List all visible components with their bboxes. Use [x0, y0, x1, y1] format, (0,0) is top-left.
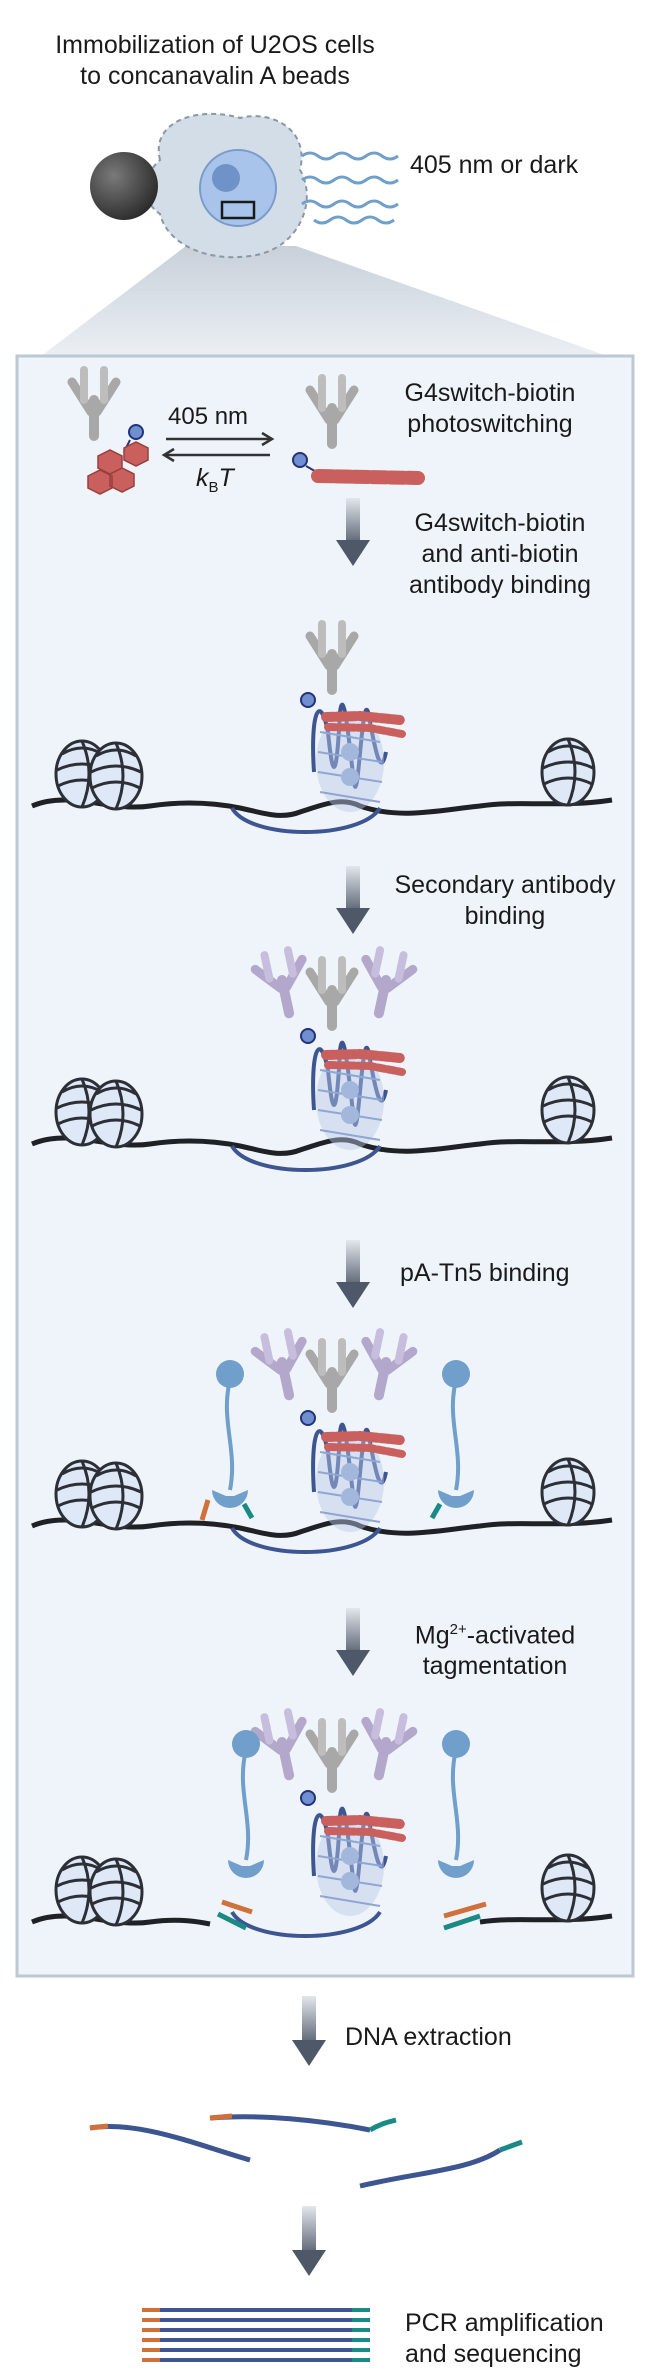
kbt-sub: B	[208, 479, 219, 496]
chromatin-scene-2	[31, 948, 613, 1172]
step-arrow-head	[336, 1282, 370, 1308]
step4-line2: tagmentation	[422, 1652, 568, 1681]
ligand-extended-icon	[292, 452, 425, 485]
photoswitching-line1: G4switch-biotin	[404, 379, 576, 407]
title-line1: Immobilization of U2OS cells	[55, 31, 375, 59]
step-label-secondary-antibody: Secondary antibody binding	[370, 870, 640, 932]
step-arrow	[302, 1996, 316, 2048]
step-arrow	[346, 1608, 360, 1658]
light-condition-label: 405 nm or dark	[410, 151, 579, 179]
light-waves-icon	[301, 151, 399, 225]
chromatin-scene-4	[31, 1710, 613, 1938]
step-arrow	[302, 2206, 316, 2258]
step-arrow-head	[336, 1650, 370, 1676]
kbt-t: T	[218, 464, 234, 492]
pcr-label: PCR amplification and sequencing	[405, 2308, 604, 2370]
step-arrow-head	[292, 2040, 326, 2066]
step1-line1: G4switch-biotin	[414, 509, 586, 537]
step2-line2: binding	[464, 902, 546, 930]
step-label-antibody-binding: G4switch-biotin and anti-biotin antibody…	[370, 508, 630, 601]
photoswitching-label: G4switch-biotin photoswitching	[360, 378, 620, 440]
dna-extraction-label: DNA extraction	[345, 2023, 512, 2051]
step1-line2: and anti-biotin	[421, 540, 579, 568]
step-label-patn5: pA-Tn5 binding	[400, 1259, 570, 1287]
step-arrow-head	[336, 540, 370, 566]
sequencing-reads	[142, 2308, 370, 2362]
step2-line1: Secondary antibody	[394, 871, 616, 899]
kbt-k: k	[196, 464, 209, 492]
chromatin-scene-3	[31, 1330, 613, 1554]
step-arrow	[346, 1240, 360, 1290]
pcr-line2: and sequencing	[405, 2340, 582, 2368]
ligand-folded-icon	[87, 424, 149, 495]
u2os-cell	[144, 112, 308, 259]
step-arrow	[346, 866, 360, 916]
step4-charge: 2+	[449, 1621, 467, 1638]
title-line2: to concanavalin A beads	[80, 62, 350, 90]
cone-projection	[28, 246, 636, 366]
pcr-line1: PCR amplification	[405, 2309, 604, 2337]
concanavalin-bead	[90, 152, 158, 220]
step1-line3: antibody binding	[408, 571, 592, 599]
reversible-arrows	[161, 431, 275, 463]
step4-line1: Mg2+-activated	[400, 1614, 590, 1651]
step-arrow	[346, 498, 360, 548]
title-label: Immobilization of U2OS cells to concanav…	[0, 30, 430, 92]
dna-fragments	[89, 2113, 523, 2189]
forward-arrow-label: 405 nm	[168, 403, 249, 430]
reverse-arrow-label: kBT	[196, 463, 234, 503]
step-arrow-head	[292, 2250, 326, 2276]
photoswitching-line2: photoswitching	[407, 410, 573, 438]
step4-activated: -activated	[466, 1621, 576, 1650]
step4-mg: Mg	[414, 1621, 450, 1650]
step-label-tagmentation: Mg2+-activated tagmentation	[400, 1614, 590, 1682]
chromatin-scene-1	[31, 624, 613, 834]
step-arrow-head	[336, 908, 370, 934]
